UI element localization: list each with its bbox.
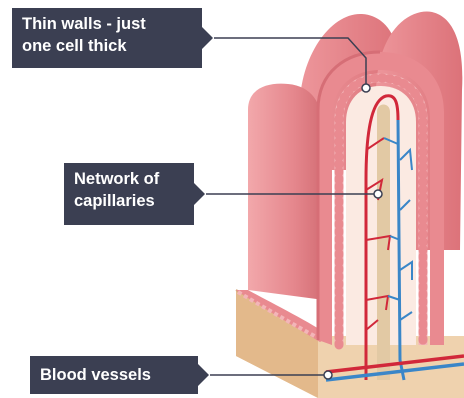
blood-vessels-pointer-dot <box>324 371 332 379</box>
lacteal-vessel <box>377 105 390 381</box>
label-thin-walls: Thin walls - just one cell thick <box>12 8 202 68</box>
label-capillary-network: Network of capillaries <box>64 163 194 225</box>
thin-walls-pointer-dot <box>362 84 370 92</box>
label-blood-vessels: Blood vessels <box>30 356 198 394</box>
capillaries-pointer-dot <box>374 190 382 198</box>
